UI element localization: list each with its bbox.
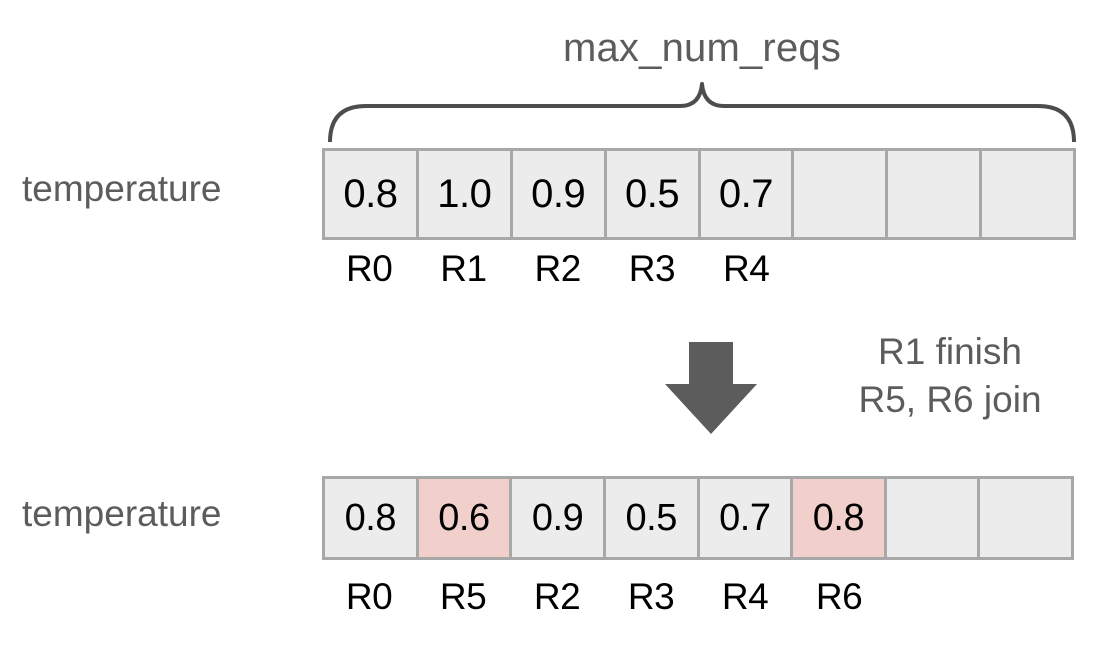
request-id-label-empty: [982, 248, 1076, 290]
request-id-label: R0: [345, 576, 393, 617]
table-cell-empty: [888, 151, 983, 237]
request-id-label: R3: [628, 248, 676, 289]
request-id-label: R5: [439, 576, 487, 617]
request-id-label-empty: [888, 248, 982, 290]
table-cell: 0.7: [699, 479, 794, 557]
temperature-table-before: 0.8 1.0 0.9 0.5 0.7: [322, 148, 1076, 240]
table-cell-highlighted: 0.8: [793, 479, 887, 557]
table-cell-empty: [886, 479, 981, 557]
request-id-label-empty: [793, 248, 887, 290]
request-id-label: R4: [722, 248, 770, 289]
brace-title: max_num_reqs: [562, 26, 842, 70]
transition-note-line: R5, R6 join: [858, 379, 1042, 420]
transition-notes: R1 finish R5, R6 join: [800, 328, 1100, 424]
table-cell: 0.7: [700, 151, 795, 237]
row-label-temperature-after: temperature: [22, 493, 222, 534]
request-id-row-after: R0 R5 R2 R3 R4 R6: [322, 576, 1074, 618]
table-cell: 0.5: [606, 151, 701, 237]
request-id-label: R3: [627, 576, 675, 617]
request-id-label: R6: [815, 576, 863, 617]
table-cell-empty: [794, 151, 889, 237]
table-cell-empty: [982, 151, 1073, 237]
down-arrow-icon: [665, 342, 757, 434]
temperature-table-after: 0.8 0.6 0.9 0.5 0.7 0.8: [322, 476, 1074, 560]
request-id-label: R2: [534, 248, 581, 289]
request-id-row-before: R0 R1 R2 R3 R4: [322, 248, 1076, 290]
request-id-label-empty: [886, 576, 980, 618]
request-id-label: R2: [533, 576, 581, 617]
table-cell: 0.9: [512, 151, 607, 237]
table-cell: 1.0: [418, 151, 513, 237]
request-id-label: R0: [345, 248, 393, 289]
transition-note-line: R1 finish: [878, 331, 1022, 372]
request-id-label: R4: [721, 576, 769, 617]
request-id-label: R1: [440, 248, 487, 289]
table-cell-empty: [980, 479, 1071, 557]
table-cell: 0.9: [512, 479, 606, 557]
table-cell: 0.5: [605, 479, 700, 557]
table-cell: 0.8: [325, 151, 419, 237]
request-id-label-empty: [980, 576, 1074, 618]
table-cell: 0.8: [325, 479, 419, 557]
max-num-reqs-brace-icon: [328, 82, 1076, 142]
row-label-temperature-before: temperature: [22, 168, 222, 209]
table-cell-highlighted: 0.6: [418, 479, 513, 557]
